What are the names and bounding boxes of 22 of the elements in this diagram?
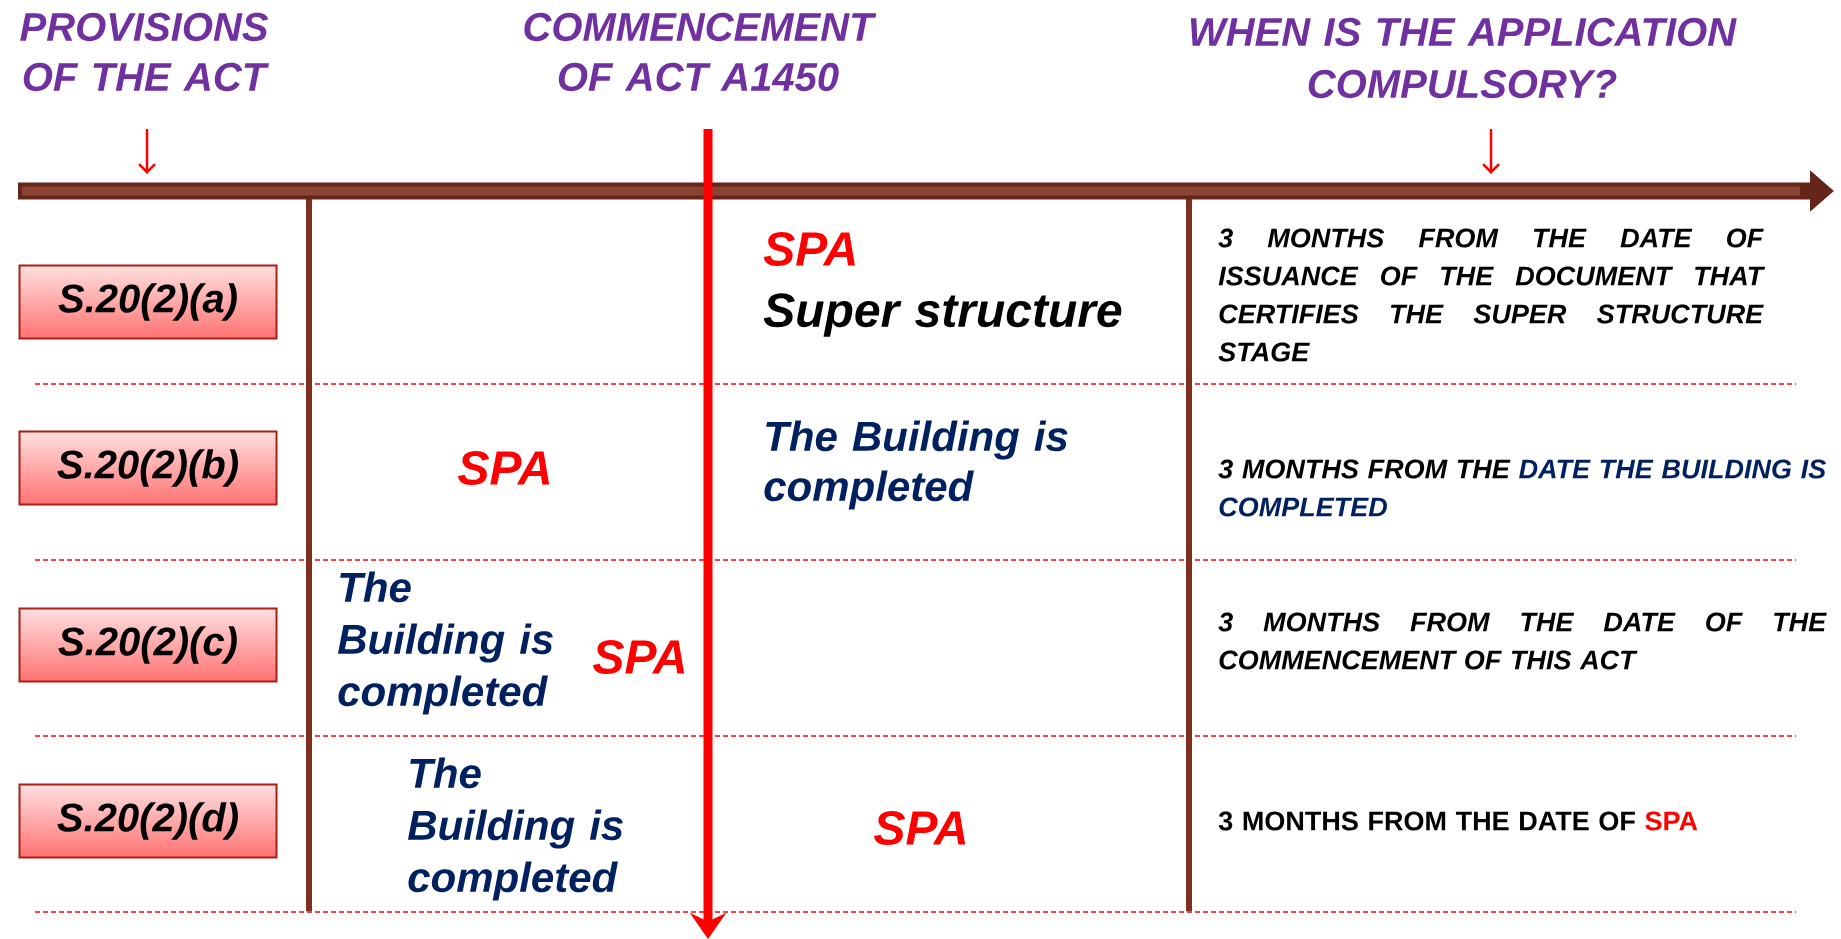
- deadline-text: 3 MONTHS FROM THE DATE OF ISSUANCE OF THE DOCUMENT THAT CERTIFIES THE SUPER STRUCTURE STAGE: [1218, 228, 1766, 362]
- stage-text: The Building is completed: [337, 571, 553, 715]
- heading: COMMENCEMENT OF ACT A1450: [524, 12, 877, 92]
- deadline-text: 3 MONTHS FROM THE DATE OF THE COMMENCEMENT OF THIS ACT: [1218, 612, 1827, 670]
- section-box: S.20(2)(c): [18, 607, 278, 683]
- deadline-text: 3 MONTHS FROM THE DATE OF SPA: [1218, 811, 1698, 831]
- heading: WHEN IS THE APPLICATION COMPULSORY?: [1190, 17, 1737, 99]
- label: 3 MONTHS FROM THE: [1218, 459, 1511, 479]
- spa-label: SPA: [874, 811, 966, 845]
- spa-label: SPA: [593, 640, 685, 674]
- spa-label: SPA: [458, 451, 550, 485]
- label: DATE THE BUILDING IS: [1519, 459, 1826, 479]
- spa-label: SPA: [763, 232, 855, 266]
- section-box: S.20(2)(d): [18, 783, 278, 859]
- stage-text: Super structure: [763, 293, 1122, 337]
- label: COMPLETED: [1219, 497, 1387, 517]
- stage-text: The Building is completed: [764, 420, 1068, 510]
- heading: PROVISIONS OF THE ACT: [20, 12, 269, 92]
- deadline-text: 3 MONTHS FROM THE DATE THE BUILDING IS COMPLETED: [1218, 459, 1826, 517]
- section-box: S.20(2)(a): [18, 264, 278, 340]
- section-box: S.20(2)(b): [18, 430, 278, 506]
- stage-text: The Building is completed: [407, 757, 623, 901]
